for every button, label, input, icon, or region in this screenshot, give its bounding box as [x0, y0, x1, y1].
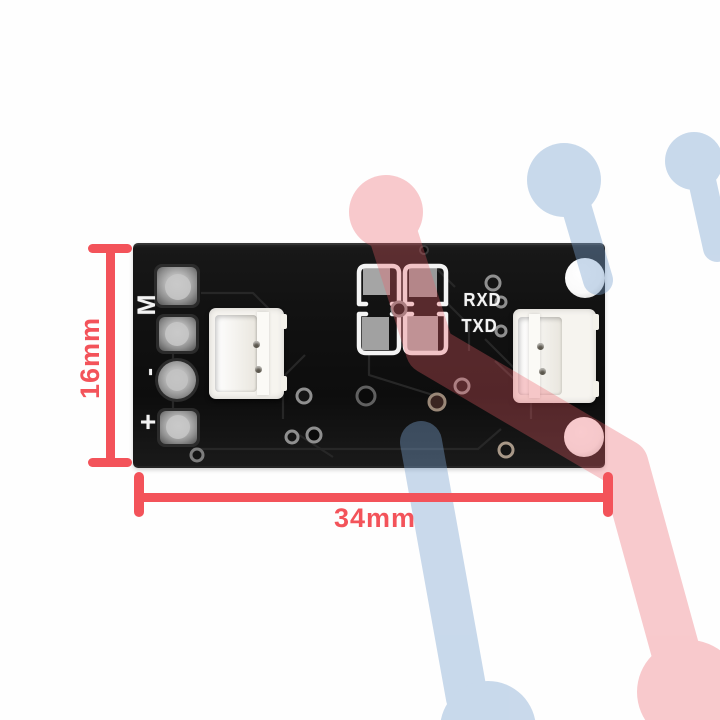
height-dimension-cap-top [88, 244, 132, 253]
mounting-hole-top [565, 258, 605, 298]
connector-pin [253, 341, 260, 348]
jumper-pad-bottom-left [362, 317, 389, 350]
pcb-vias [189, 245, 515, 463]
label-pad-m: M [133, 294, 161, 316]
height-dimension-label: 16mm [75, 316, 105, 400]
height-dimension-line [106, 247, 115, 463]
jst-connector-left [209, 308, 287, 399]
label-pad-minus: - [136, 368, 163, 376]
jumper-pad-cluster [356, 263, 449, 356]
connector-pin [537, 343, 544, 350]
connector-tab [281, 314, 287, 329]
connector-pin [539, 368, 546, 375]
jumper-pad-top-right [409, 267, 437, 297]
label-rxd: RXD [463, 290, 502, 310]
width-dimension-label: 34mm [333, 503, 417, 533]
connector-wall [529, 314, 540, 398]
jst-connector-right [513, 309, 599, 403]
connector-pin [255, 366, 262, 373]
label-pad-plus: + [139, 406, 157, 437]
solder-pad-column [154, 264, 200, 447]
connector-cavity [215, 315, 257, 392]
mounting-hole-bottom [564, 417, 604, 457]
connector-tab [281, 376, 287, 391]
label-txd: TXD [461, 316, 498, 336]
width-dimension-line [139, 493, 611, 502]
connector-wall [257, 312, 269, 395]
jumper-silkscreen-brackets [356, 263, 449, 356]
height-dimension-cap-bottom [88, 458, 132, 467]
width-dimension-cap-right [603, 472, 613, 517]
pcb-board-artwork [154, 245, 605, 463]
jumper-pad-top-left [363, 268, 390, 295]
connector-cavity [518, 317, 562, 395]
width-dimension-cap-left [134, 472, 144, 517]
connector-tab [593, 314, 599, 330]
connector-tab [593, 381, 599, 397]
jumper-pad-bottom-right [407, 316, 438, 352]
